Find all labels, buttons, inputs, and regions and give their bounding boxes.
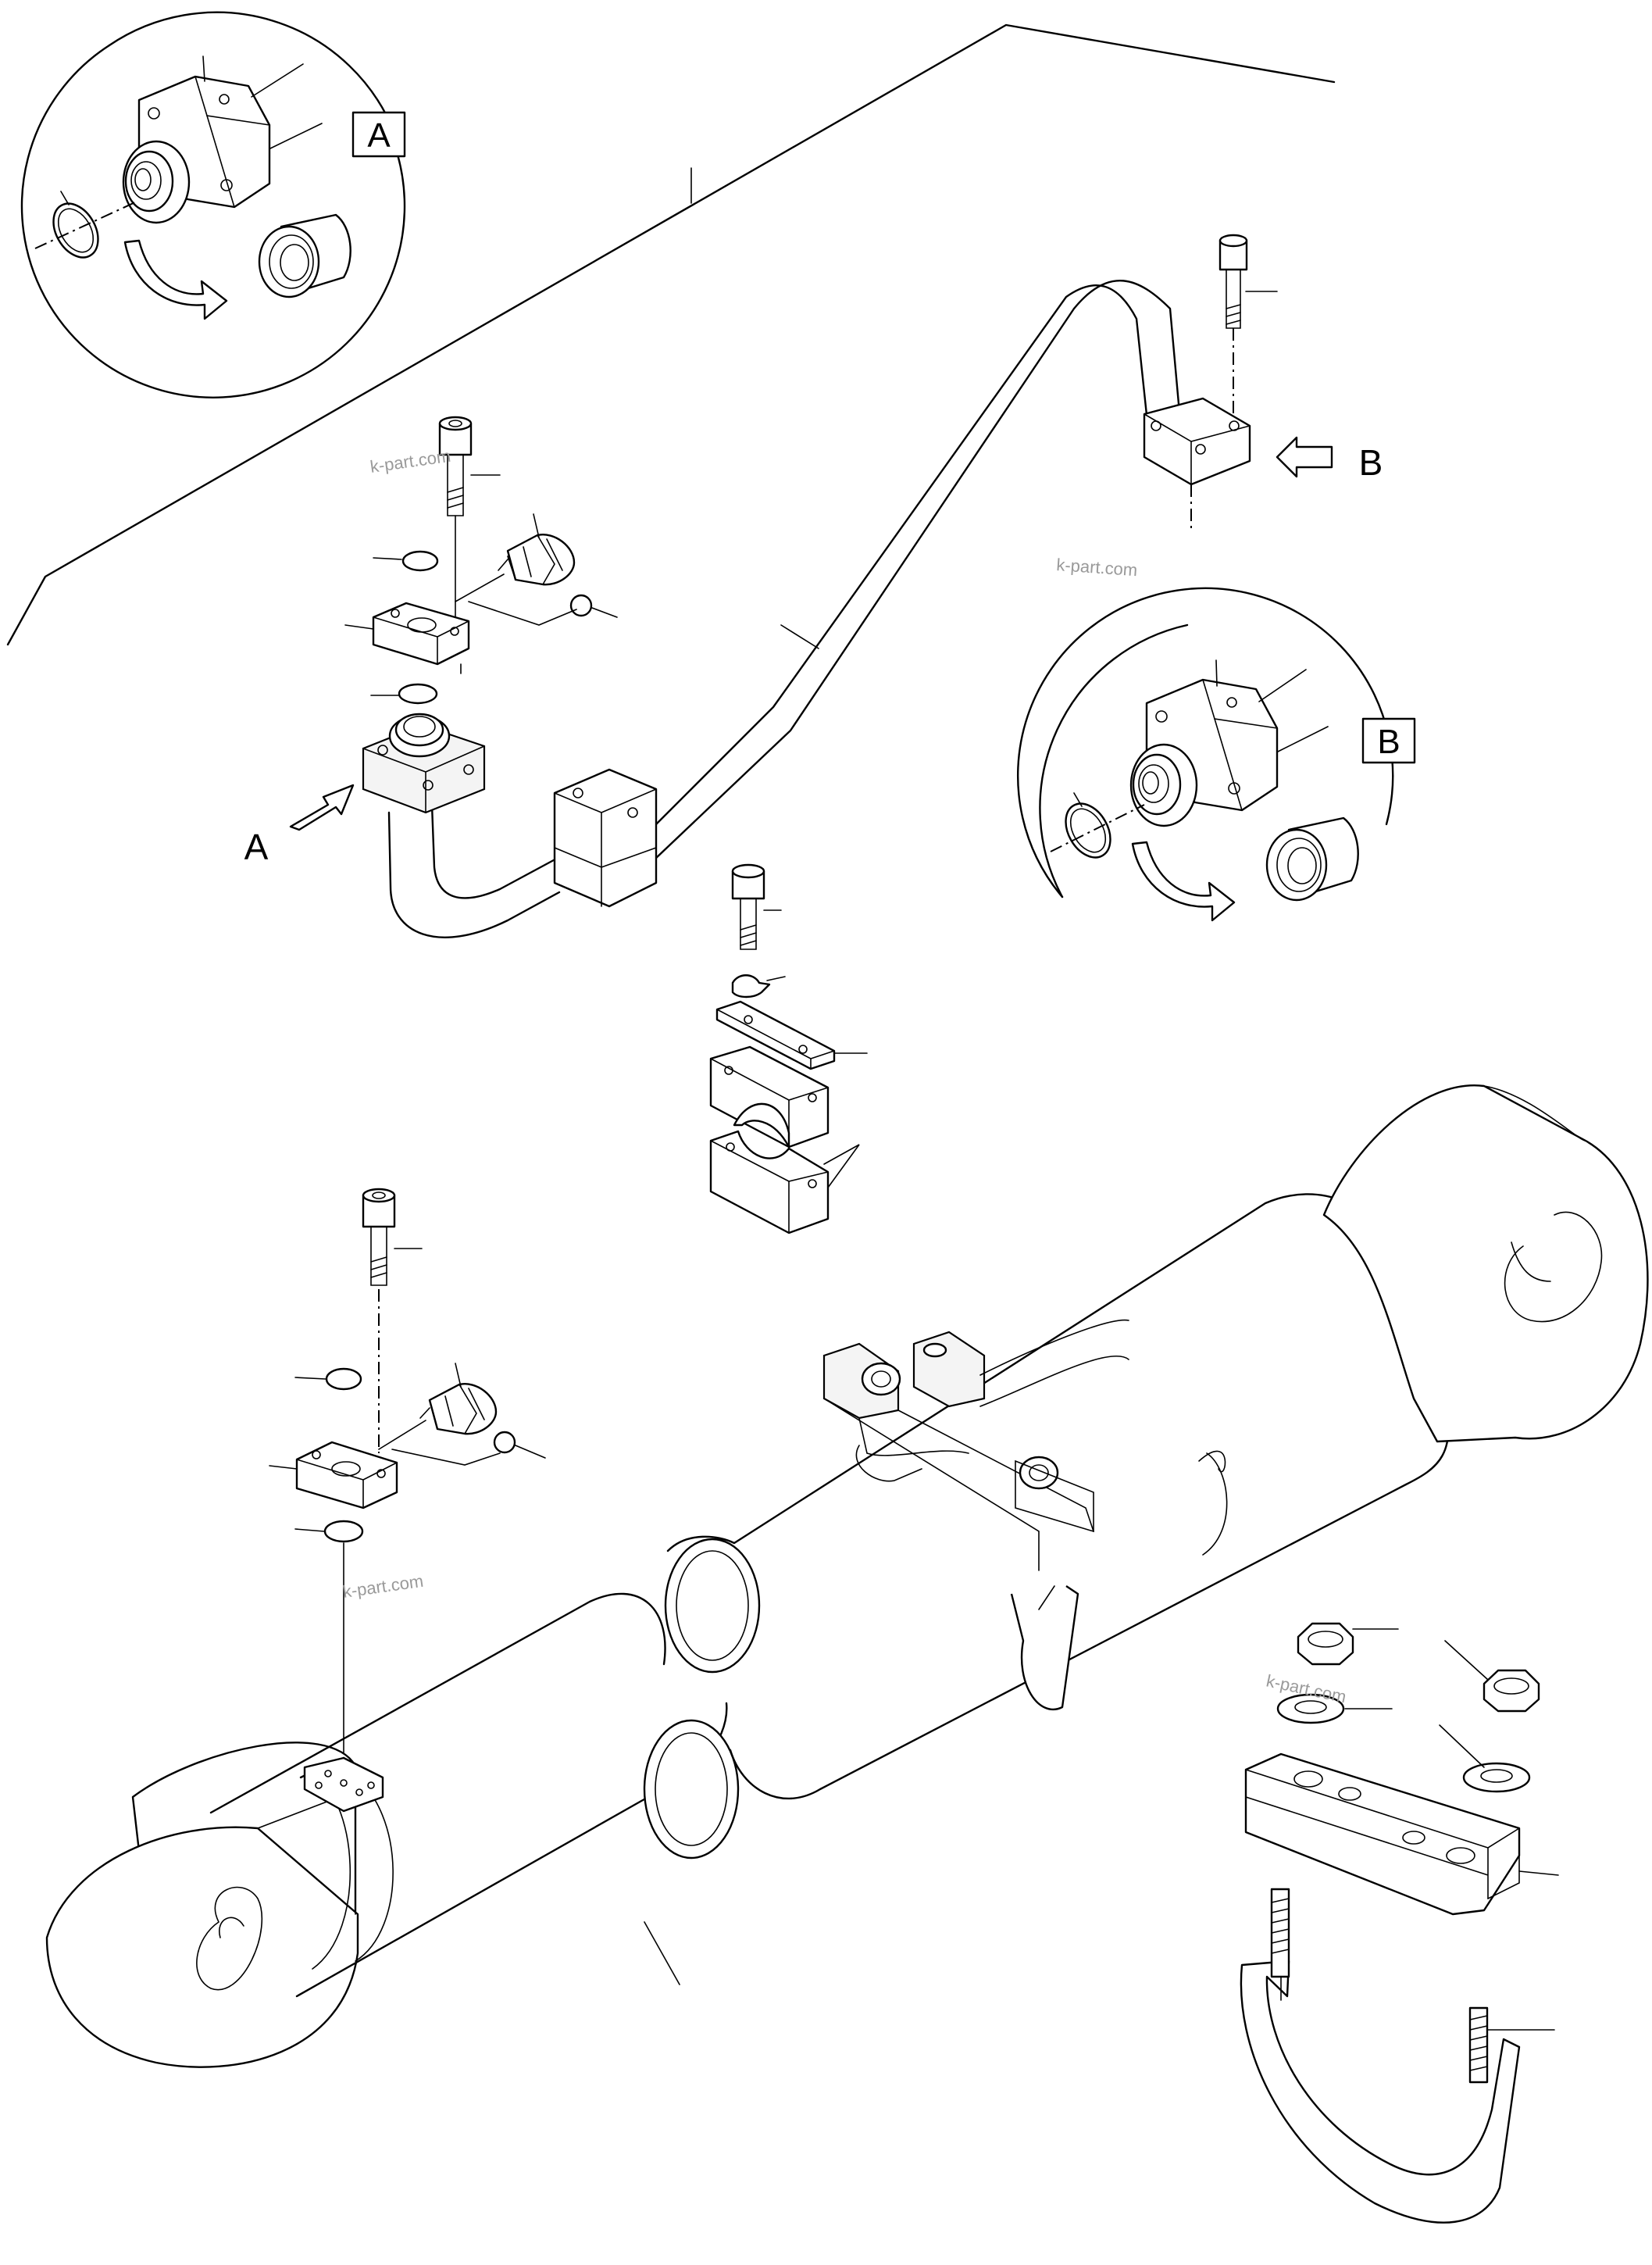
upper-flange-set [344,416,618,705]
detail-b-label: B [1377,723,1400,761]
tube-assembly: A B [244,234,1383,938]
arrow-b-label: B [1359,442,1383,483]
watermark-2: k-part.com [1056,555,1138,580]
watermark-3: k-part.com [341,1571,424,1602]
boom-outline [6,23,1336,646]
hydraulic-cylinder [45,1084,1649,2068]
watermarks: k-part.com k-part.com k-part.com k-part.… [341,446,1348,1707]
u-bolt-clamp-kit [1240,1622,1559,2224]
detail-a-label: A [367,116,391,155]
tube-clamp-parts [709,863,868,1234]
detail-view-a: A [20,11,406,398]
lower-flange-set [269,1188,546,1767]
watermark-1: k-part.com [369,446,451,477]
detail-view-b: B [1016,587,1416,922]
arrow-a-label: A [244,827,269,867]
